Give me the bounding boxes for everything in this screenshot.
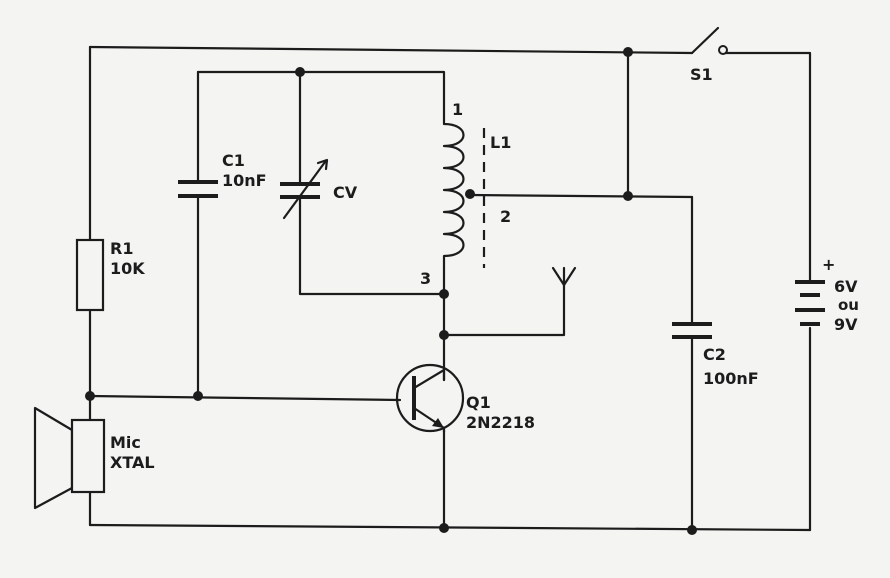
battery-ou-label: ou [838, 296, 859, 314]
switch-contact [718, 45, 728, 55]
transistor-emitter-arrow [432, 418, 444, 428]
wires [88, 45, 812, 532]
cv-ref-label: CV [333, 183, 358, 202]
l1-ref-label: L1 [490, 133, 511, 152]
resistor-r1: R1 10K [75, 238, 145, 312]
wire-top-rail [88, 45, 694, 55]
junction-dot [439, 289, 449, 299]
mic-body [70, 418, 106, 494]
q1-ref-label: Q1 [466, 393, 491, 412]
junction-dot [439, 330, 449, 340]
junctions [85, 47, 697, 535]
microphone-icon: Mic XTAL [33, 406, 155, 510]
wire-tank-top [196, 70, 446, 122]
q1-value-label: 2N2218 [466, 413, 535, 432]
l1-pin1-label: 1 [452, 100, 463, 119]
junction-dot [439, 523, 449, 533]
resistor-body [75, 238, 105, 312]
mic-horn [33, 406, 74, 510]
capacitor-c1: C1 10nF [178, 151, 267, 198]
wire-antenna-feed [442, 283, 566, 337]
transistor-collector [412, 368, 446, 390]
inductor-l1: 1 L1 2 3 [420, 100, 511, 288]
junction-dot [623, 47, 633, 57]
junction-dot [295, 67, 305, 77]
wire-bottom-rail [88, 523, 812, 532]
mic-label-line1: Mic [110, 433, 141, 452]
junction-dot [687, 525, 697, 535]
battery-icon: + 6V ou 9V [795, 255, 859, 334]
c1-ref-label: C1 [222, 151, 245, 170]
junction-dot [85, 391, 95, 401]
junction-dot [193, 391, 203, 401]
capacitor-c2: C2 100nF [672, 322, 759, 388]
coil-tap-dot [465, 189, 475, 199]
variable-capacitor-cv: CV [280, 158, 358, 220]
c2-ref-label: C2 [703, 345, 726, 364]
l1-pin3-label: 3 [420, 269, 431, 288]
antenna-fork [551, 266, 577, 287]
wire-s1-to-battery [721, 51, 812, 284]
wire-cv-bottom [298, 195, 446, 296]
mic-label-line2: XTAL [110, 453, 155, 472]
battery-voltage-1: 6V [834, 277, 858, 296]
battery-voltage-2: 9V [834, 315, 858, 334]
r1-value-label: 10K [110, 259, 145, 278]
junction-dot [623, 191, 633, 201]
coil-winding [442, 118, 465, 270]
wire-base-line [88, 394, 402, 402]
antenna-icon [551, 266, 577, 287]
r1-ref-label: R1 [110, 239, 133, 258]
battery-plus-label: + [822, 255, 835, 274]
wire-coil-tap [468, 193, 694, 199]
switch-s1: S1 [690, 26, 728, 84]
transistor-q1: Q1 2N2218 [395, 363, 535, 434]
l1-pin2-label: 2 [500, 207, 511, 226]
variable-arrow [282, 160, 327, 220]
switch-lever [690, 26, 720, 55]
transistor-envelope [395, 363, 465, 433]
variable-arrow-head [316, 158, 329, 171]
c2-value-label: 100nF [703, 369, 759, 388]
s1-ref-label: S1 [690, 65, 713, 84]
c1-value-label: 10nF [222, 171, 267, 190]
